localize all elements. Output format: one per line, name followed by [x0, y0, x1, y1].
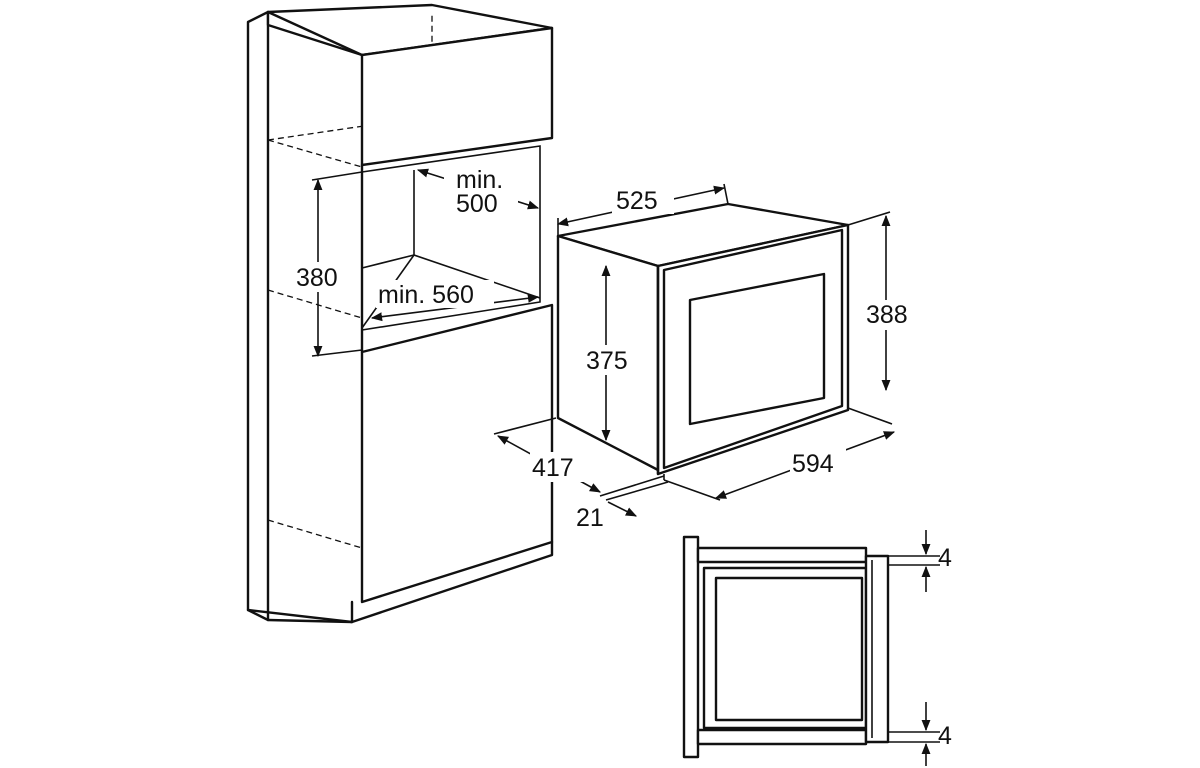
cabinet-dimensions: min. 500 380 min. 560 — [294, 166, 540, 358]
lower-cabinet-door — [360, 303, 554, 604]
cabinet-side-panel — [246, 10, 270, 622]
cutout-width-label: min. 560 — [378, 281, 474, 309]
front-thickness-ext — [605, 481, 669, 501]
section-top-shelf — [696, 546, 868, 564]
microwave-appliance — [556, 202, 850, 480]
section-back-panel — [682, 535, 700, 759]
cutout-depth-label-line2: 500 — [456, 190, 498, 218]
cutout-depth-label-line1: min. — [456, 166, 503, 194]
depth-label: 525 — [616, 187, 658, 215]
tall-cabinet — [246, 3, 554, 624]
top-gap-label: 4 — [938, 544, 952, 572]
section-appliance-cavity — [714, 576, 864, 722]
cabinet-plinth — [350, 540, 554, 624]
front-height-ext-bottom — [847, 407, 893, 425]
cabinet-top-edge — [266, 10, 364, 57]
section-bottom-shelf — [696, 728, 868, 746]
appliance-window — [688, 272, 826, 426]
section-view: 4 4 — [682, 530, 952, 766]
side-depth-ext — [493, 417, 557, 435]
front-height-label: 388 — [866, 301, 908, 329]
section-front-door — [864, 554, 890, 744]
cutout-height-label: 380 — [296, 264, 338, 292]
front-thickness-arrow — [607, 501, 638, 517]
depth-ext-right — [723, 183, 729, 205]
side-depth-label: 417 — [532, 454, 574, 482]
cabinet-base-edge — [266, 618, 354, 624]
cabinet-plinth-left — [246, 608, 354, 624]
front-thickness-label: 21 — [576, 504, 604, 532]
appliance-dimensions: 525 375 388 594 417 21 — [493, 183, 918, 532]
side-depth-ext-right — [599, 475, 665, 497]
drawer-bottom-edge — [361, 137, 553, 166]
width-ext-left — [663, 479, 721, 501]
bottom-gap-label: 4 — [938, 722, 952, 750]
cutout-height-ext-top — [311, 171, 363, 181]
cutout-height-ext-bottom — [311, 349, 363, 357]
width-label: 594 — [792, 450, 834, 478]
body-height-label: 375 — [586, 347, 628, 375]
front-height-ext-top — [847, 211, 891, 226]
